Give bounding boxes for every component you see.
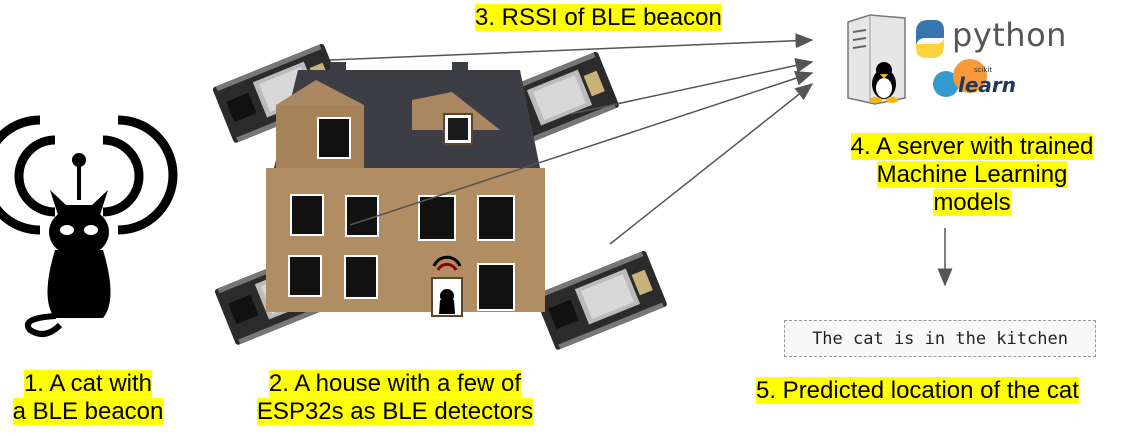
prediction-output-box: The cat is in the kitchen	[784, 320, 1096, 357]
python-wordmark: python	[952, 16, 1067, 54]
cat-beacon-icon	[0, 115, 178, 337]
caption-line: 1. A cat with	[23, 370, 153, 397]
learn-wordmark: learn	[958, 73, 1017, 97]
caption-line: 2. A house with a few of	[268, 370, 522, 397]
esp32-board-icon	[534, 250, 668, 351]
caption-cat-beacon: 1. A cat with a BLE beacon	[0, 370, 176, 426]
caption-line: 3. RSSI of BLE beacon	[475, 4, 722, 31]
arrow-icon	[329, 33, 953, 287]
caption-line: ESP32s as BLE detectors	[256, 398, 534, 425]
prediction-text: The cat is in the kitchen	[812, 328, 1068, 349]
linux-penguin-icon	[870, 62, 898, 103]
caption-line: models	[933, 189, 1011, 216]
house-icon	[266, 62, 545, 317]
caption-line: 4. A server with trained	[850, 133, 1094, 160]
scikit-wordmark: scikit	[974, 66, 993, 74]
caption-rssi: 3. RSSI of BLE beacon	[475, 4, 722, 32]
caption-line: Machine Learning	[876, 161, 1068, 188]
caption-server: 4. A server with trained Machine Learnin…	[830, 133, 1114, 217]
python-logo-icon	[916, 20, 944, 58]
caption-prediction: 5. Predicted location of the cat	[756, 377, 1079, 405]
sklearn-logo-icon	[933, 59, 987, 97]
caption-line: a BLE beacon	[12, 398, 164, 425]
caption-house: 2. A house with a few of ESP32s as BLE d…	[238, 370, 552, 426]
caption-line: 5. Predicted location of the cat	[756, 377, 1079, 404]
